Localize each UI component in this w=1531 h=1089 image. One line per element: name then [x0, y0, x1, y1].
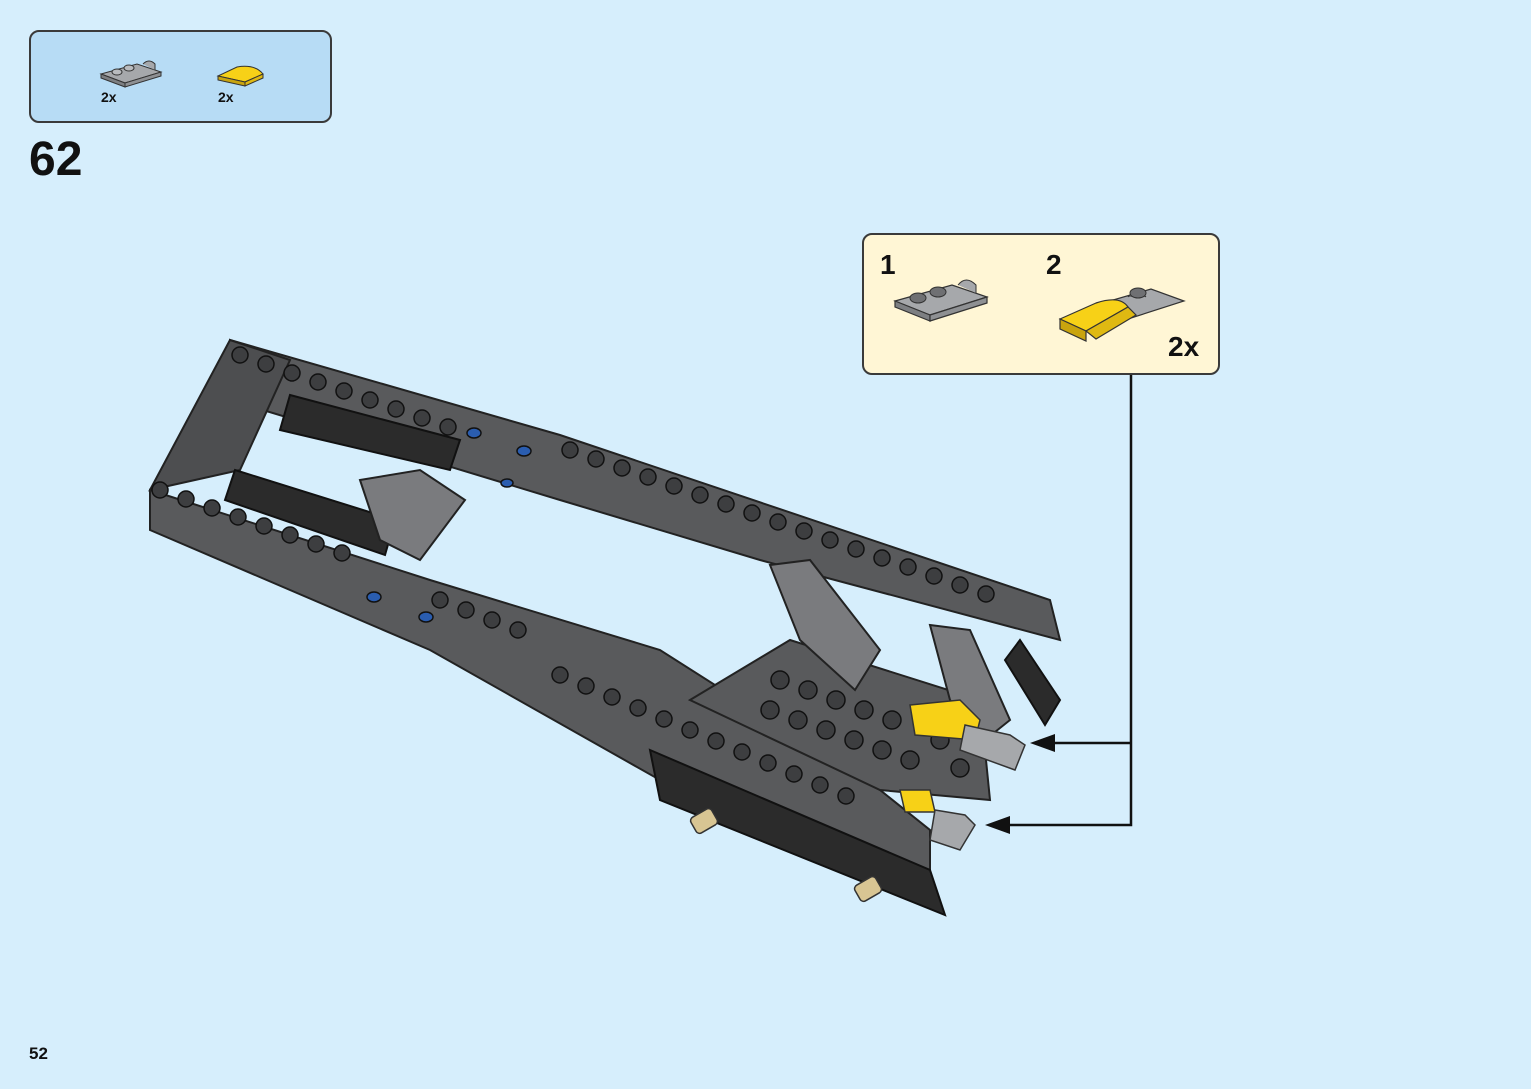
gray-plate-with-clip-icon	[893, 279, 989, 322]
frame-end	[148, 338, 292, 492]
callout-arrows	[1000, 375, 1133, 827]
side-panel-back	[1003, 638, 1062, 727]
step-number: 62	[29, 133, 83, 186]
studs-rear-plate	[760, 670, 970, 778]
liftarm-left	[768, 558, 882, 692]
liftarm-right	[928, 623, 1012, 742]
parts-item-qty: 2x	[101, 89, 117, 105]
arrow-head-lower	[985, 816, 1010, 834]
page-number: 52	[29, 1044, 48, 1063]
sub-assembly-callout: 1 2 2x	[862, 233, 1220, 375]
inner-bar-top	[278, 393, 462, 472]
yellow-curved-slope-icon	[216, 65, 264, 87]
sub-step-number: 1	[880, 249, 896, 280]
angle-connector	[358, 468, 467, 562]
inner-bar-bottom	[223, 468, 397, 557]
blue-pins	[366, 427, 532, 623]
sub-assembly-qty: 2x	[1168, 331, 1200, 362]
parts-item-qty: 2x	[218, 89, 234, 105]
gray-plate-with-clip-icon	[99, 60, 163, 88]
side-panel-front	[648, 748, 947, 917]
parts-list-box: 2x 2x	[29, 30, 332, 123]
arrow-head-upper	[1030, 734, 1055, 752]
tan-axles	[689, 807, 883, 903]
studs-lower	[151, 481, 855, 805]
studs-upper	[231, 346, 995, 603]
gray-plate-with-yellow-slope-icon	[1058, 287, 1186, 342]
added-parts-highlight	[899, 699, 1026, 851]
sub-step-number: 2	[1046, 249, 1062, 280]
technic-beam-lower	[149, 488, 931, 872]
